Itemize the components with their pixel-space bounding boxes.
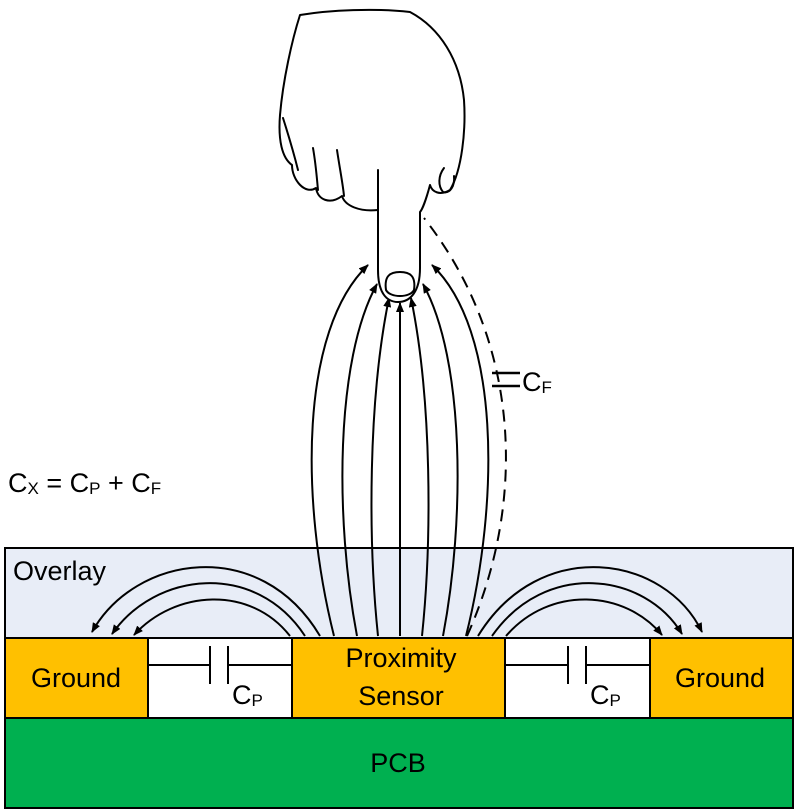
- cp-label-right: CP: [590, 680, 621, 710]
- sensor-label-line1: Proximity: [345, 643, 457, 673]
- ground-field-lines-right: [477, 566, 703, 637]
- ground-electrode-left: [4, 637, 149, 719]
- ground-field-lines-left: [91, 566, 321, 637]
- capacitance-formula: CX = CP + CF: [8, 468, 161, 498]
- hand-icon: [278, 8, 466, 303]
- capacitor-cf: [492, 371, 520, 388]
- proximity-sensor-electrode: [291, 637, 506, 719]
- ground-electrode-right: [649, 637, 794, 719]
- finger-field-lines: [310, 264, 490, 637]
- ground-label-left: Ground: [31, 663, 121, 693]
- ground-label-right: Ground: [675, 663, 765, 693]
- finger-capacitance-path: [423, 217, 507, 637]
- gap-right: [504, 637, 651, 719]
- capacitor-cp-left: [148, 646, 292, 684]
- pcb-label: PCB: [370, 748, 426, 778]
- capacitor-cp-right: [505, 646, 650, 684]
- overlay-label: Overlay: [13, 556, 107, 586]
- sensor-label-line2: Sensor: [358, 681, 444, 711]
- cp-label-left: CP: [232, 680, 263, 710]
- cf-label: CF: [522, 367, 552, 397]
- pcb-layer: [4, 717, 794, 809]
- gap-left: [147, 637, 293, 719]
